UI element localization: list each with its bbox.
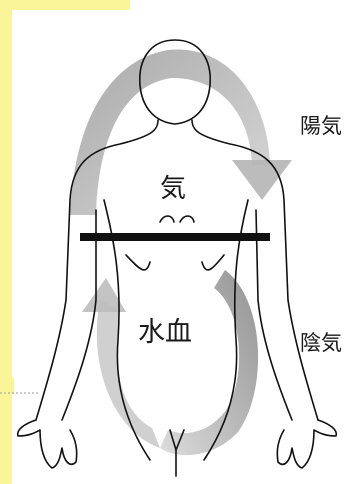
diaphragm-bar bbox=[80, 233, 270, 241]
lower-circulation-arrow bbox=[82, 270, 259, 456]
body-outline bbox=[16, 39, 338, 477]
upper-circulation-arrow bbox=[70, 49, 292, 215]
label-ki: 気 bbox=[160, 174, 187, 204]
label-yin-ki: 陰気 bbox=[300, 331, 342, 355]
frame-top-bar bbox=[0, 0, 130, 10]
frame-corner bbox=[0, 378, 14, 394]
label-yang-ki: 陽気 bbox=[300, 114, 342, 138]
label-suiketsu: 水血 bbox=[138, 317, 192, 348]
frame-left-bar bbox=[0, 0, 12, 484]
